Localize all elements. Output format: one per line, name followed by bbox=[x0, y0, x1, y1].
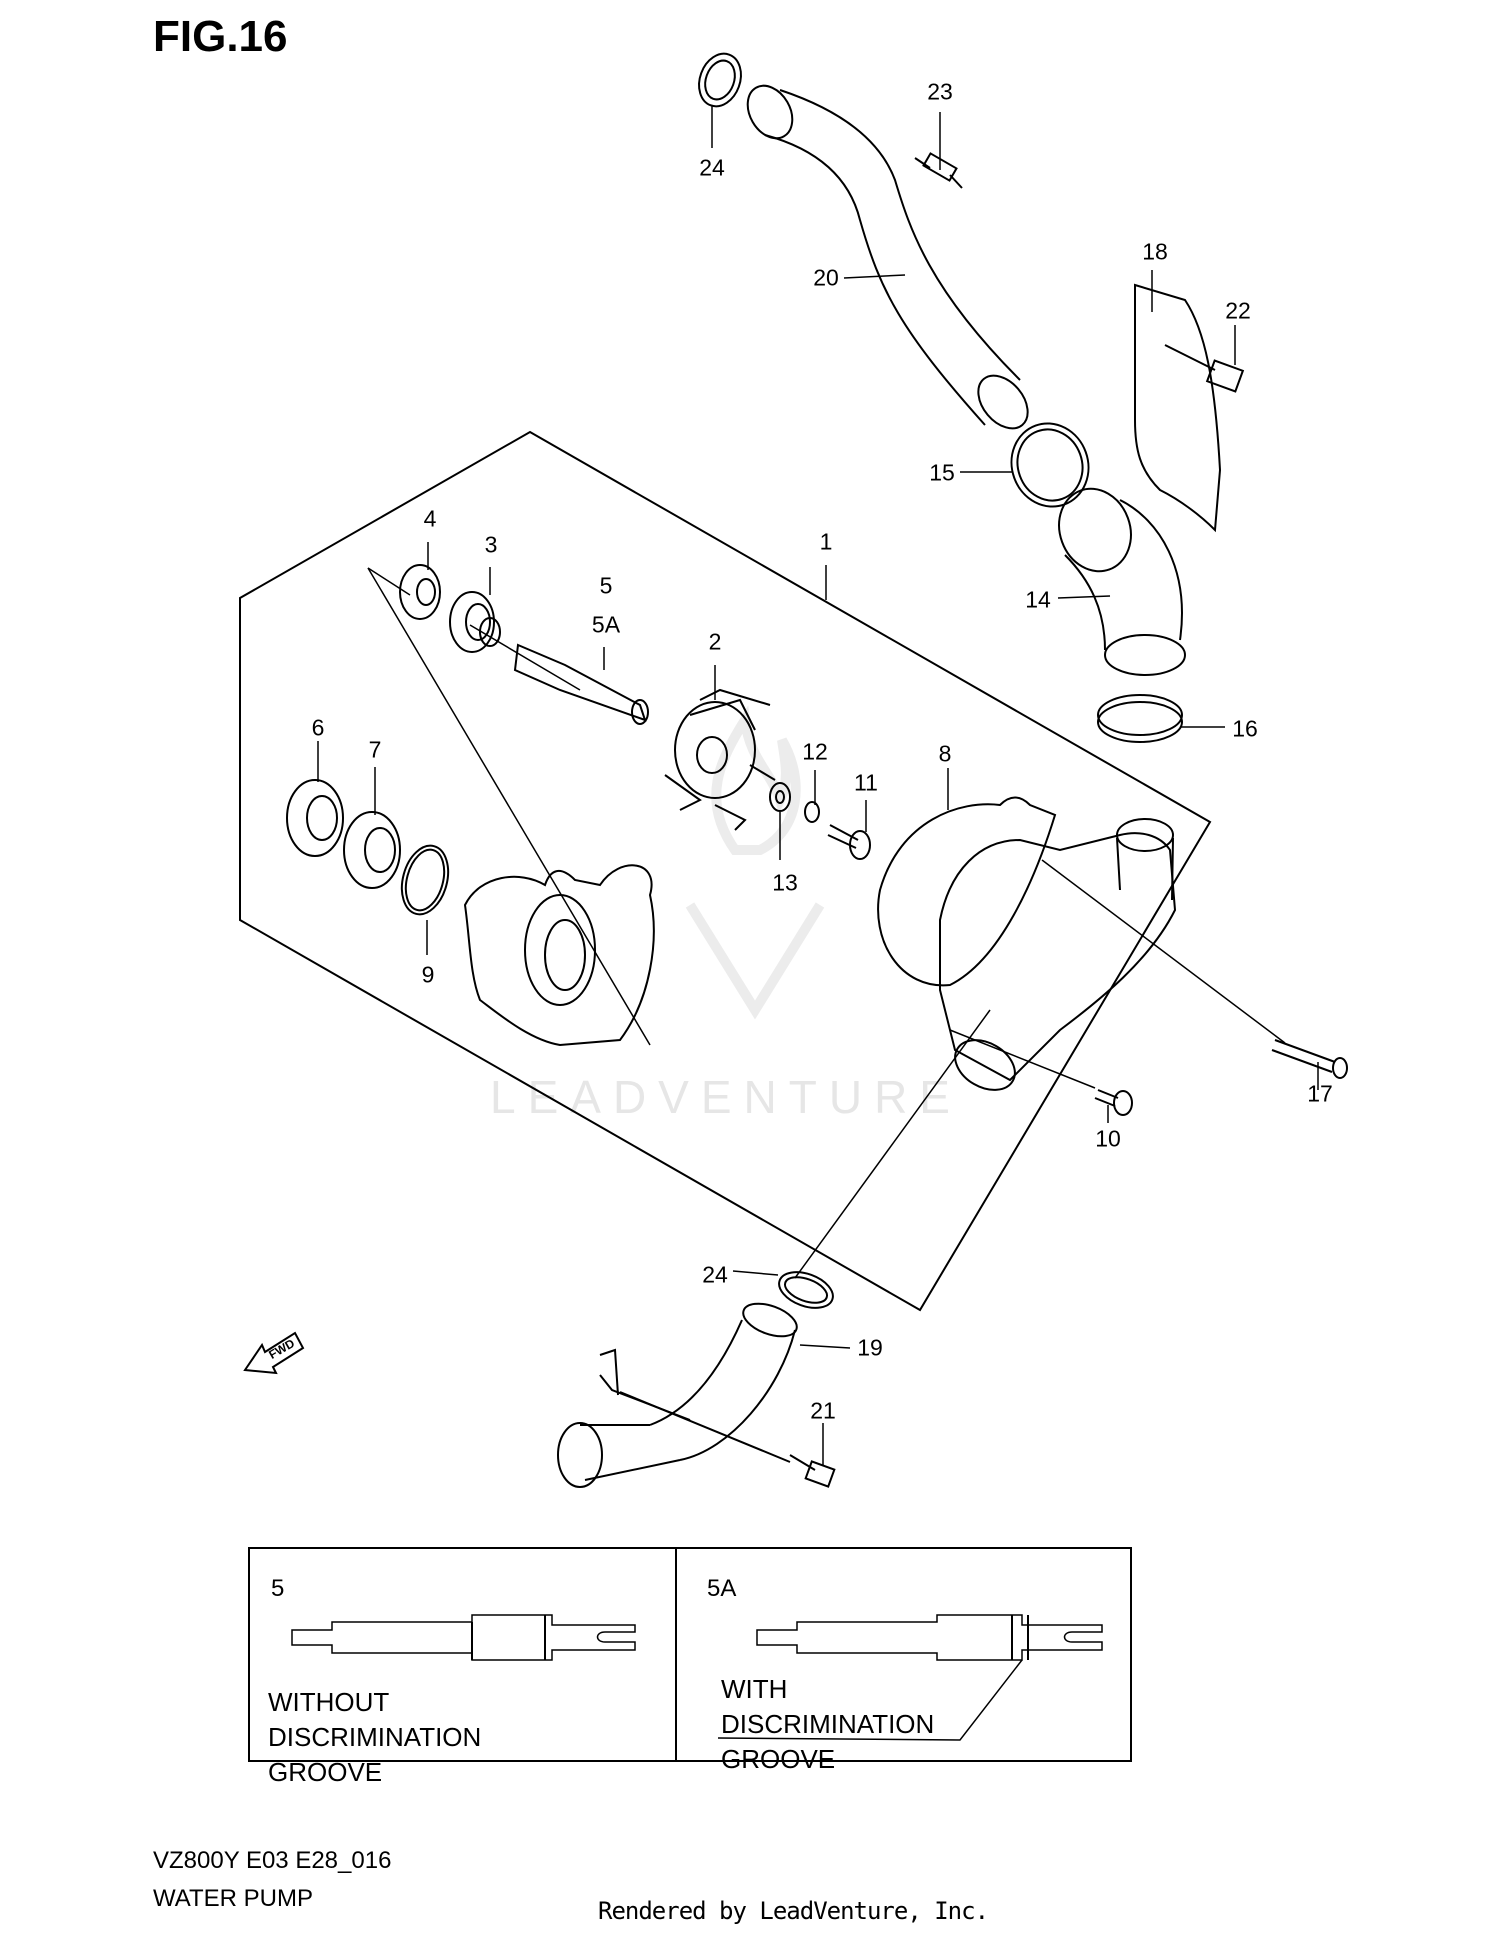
seal-4 bbox=[399, 564, 441, 620]
pump-cover bbox=[939, 818, 1177, 1091]
part-label-18: 18 bbox=[1142, 238, 1168, 265]
pipe-19 bbox=[557, 1302, 798, 1488]
part-label-10: 10 bbox=[1095, 1125, 1121, 1152]
leader-lines bbox=[317, 105, 1319, 1465]
part-label-7: 7 bbox=[368, 736, 382, 763]
bearing-7 bbox=[343, 811, 401, 889]
hose-14 bbox=[1058, 487, 1186, 676]
part-label-24-top: 24 bbox=[699, 154, 725, 181]
part-label-14: 14 bbox=[1025, 586, 1051, 613]
part-label-19: 19 bbox=[857, 1334, 883, 1361]
clamp-16 bbox=[1097, 694, 1183, 743]
part-label-22: 22 bbox=[1225, 297, 1251, 324]
center-line-2 bbox=[1041, 859, 1286, 1044]
rendered-by: Rendered by LeadVenture, Inc. bbox=[598, 1897, 989, 1925]
screw-10 bbox=[1094, 1089, 1133, 1116]
detail-left-heading: 5 bbox=[271, 1575, 285, 1602]
bolt-11 bbox=[827, 824, 871, 860]
fwd-arrow bbox=[243, 1331, 305, 1375]
part-label-3: 3 bbox=[484, 531, 498, 558]
detail-right-heading: 5A bbox=[707, 1575, 737, 1602]
bearing-6 bbox=[286, 779, 344, 857]
watermark-logo bbox=[685, 705, 825, 1020]
o-ring-9 bbox=[400, 844, 450, 916]
part-label-23: 23 bbox=[927, 78, 953, 105]
seal-3 bbox=[449, 591, 501, 653]
part-label-5: 5 bbox=[599, 572, 613, 599]
washer-12 bbox=[804, 801, 820, 823]
part-label-6: 6 bbox=[311, 714, 325, 741]
center-line bbox=[794, 1009, 991, 1279]
screw-17 bbox=[1271, 1039, 1348, 1079]
detail-left-text: WITHOUT DISCRIMINATION GROOVE bbox=[268, 1687, 482, 1787]
bolt-23 bbox=[914, 152, 963, 189]
o-ring-bottom bbox=[778, 1271, 834, 1309]
pipe-20 bbox=[746, 84, 1029, 430]
part-label-11: 11 bbox=[854, 769, 878, 796]
o-ring-top-inner bbox=[704, 59, 736, 101]
washer-13 bbox=[769, 782, 791, 812]
detail-right-text: WITH DISCRIMINATION GROOVE bbox=[721, 1674, 935, 1774]
part-label-1: 1 bbox=[819, 528, 833, 555]
part-label-16: 16 bbox=[1232, 715, 1258, 742]
part-label-20: 20 bbox=[813, 264, 839, 291]
part-label-12: 12 bbox=[802, 738, 828, 765]
impeller-2 bbox=[664, 688, 776, 831]
part-label-24-bottom: 24 bbox=[702, 1261, 728, 1288]
part-label-13: 13 bbox=[772, 869, 798, 896]
bolt-22 bbox=[1164, 344, 1245, 393]
part-label-2: 2 bbox=[708, 628, 722, 655]
diagram-name: WATER PUMP bbox=[153, 1885, 313, 1912]
part-label-15: 15 bbox=[929, 459, 955, 486]
detail-box bbox=[248, 1547, 1132, 1762]
part-label-21: 21 bbox=[810, 1397, 836, 1424]
figure-title: FIG.16 bbox=[153, 12, 288, 61]
watermark-text: LEADVENTURE bbox=[490, 1071, 962, 1123]
part-label-8: 8 bbox=[938, 740, 952, 767]
gasket-8 bbox=[877, 796, 1057, 987]
o-ring-top bbox=[698, 52, 742, 108]
washer-13-inner bbox=[775, 790, 785, 804]
part-label-5a: 5A bbox=[591, 611, 621, 638]
part-label-4: 4 bbox=[423, 505, 437, 532]
part-label-9: 9 bbox=[421, 961, 435, 988]
bolt-21 bbox=[619, 1391, 836, 1488]
bracket-18 bbox=[1134, 283, 1222, 533]
pump-body-left bbox=[463, 864, 655, 1047]
part-label-17: 17 bbox=[1307, 1080, 1333, 1107]
triangle-pointer bbox=[367, 567, 651, 1046]
pump-assembly-outline bbox=[239, 430, 1212, 1312]
model-code: VZ800Y E03 E28_016 bbox=[153, 1847, 392, 1874]
shaft-5 bbox=[513, 643, 649, 725]
